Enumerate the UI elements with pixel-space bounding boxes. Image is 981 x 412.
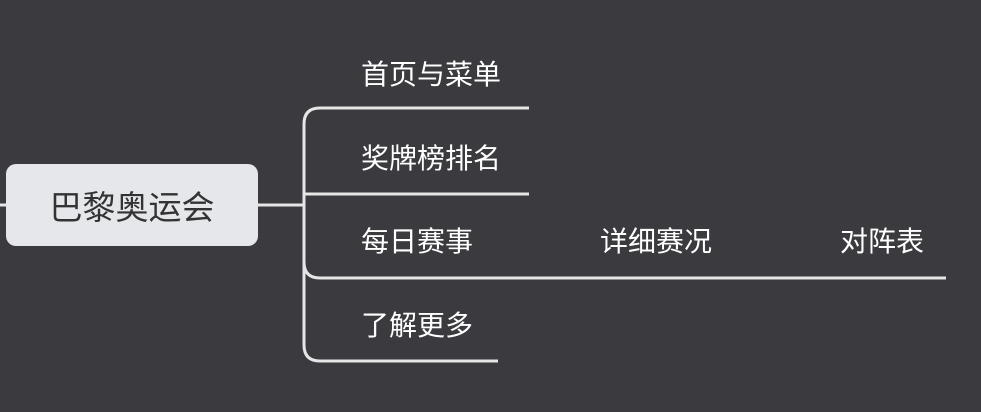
branch-medals[interactable]: 奖牌榜排名: [361, 142, 502, 175]
branch-line-medals: [302, 192, 529, 207]
node-match-details[interactable]: 详细赛况: [600, 225, 713, 258]
root-label: 巴黎奥运会: [49, 188, 215, 227]
root-node[interactable]: 巴黎奥运会: [6, 164, 258, 246]
branch-learn-more[interactable]: 了解更多: [361, 309, 474, 342]
branch-menu[interactable]: 首页与菜单: [361, 58, 502, 91]
branch-line-more: [302, 205, 498, 363]
node-bracket[interactable]: 对阵表: [840, 225, 925, 258]
branch-line-menu: [302, 106, 529, 205]
branch-daily-events[interactable]: 每日赛事: [361, 225, 474, 258]
